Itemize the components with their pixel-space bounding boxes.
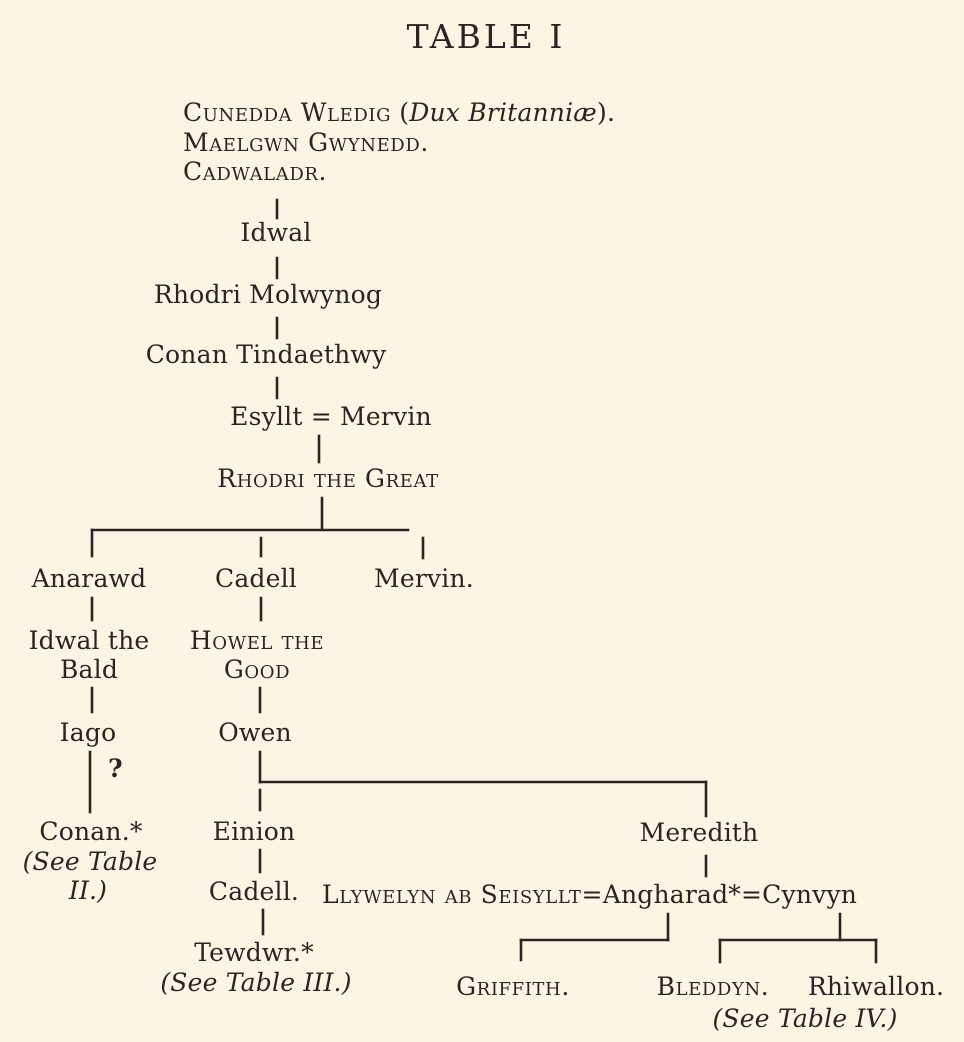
cunedda-paren-open: (: [399, 98, 410, 127]
cunedda-title-note: Dux Britanniæ: [409, 98, 597, 127]
name-griffith: Griffith.: [456, 972, 570, 1001]
name-howel-line1: Howel the: [189, 626, 325, 655]
name-conan: Conan.*: [39, 817, 143, 846]
name-cadwaladr: Cadwaladr.: [183, 157, 328, 186]
name-angharad: Angharad*: [602, 880, 742, 909]
marriage-line-angharad: Llywelyn ab Seisyllt=Angharad*=Cynvyn: [322, 880, 857, 910]
name-idwal: Idwal: [240, 218, 312, 247]
name-iago: Iago: [59, 718, 117, 747]
name-maelgwn: Maelgwn Gwynedd.: [183, 128, 429, 157]
name-howel-line2: Good: [223, 655, 291, 684]
name-meredith: Meredith: [639, 818, 759, 847]
name-idwal-the-bald-line2: Bald: [59, 655, 119, 684]
name-cadell-son: Cadell.: [208, 877, 300, 906]
cunedda-paren-close: ).: [597, 98, 616, 127]
name-mervin: Mervin.: [374, 564, 474, 593]
see-table-iii: (See Table III.): [160, 968, 352, 997]
marriage-sign-1: =: [581, 880, 603, 909]
uncertain-descent-mark: ?: [108, 754, 123, 783]
name-owen: Owen: [218, 718, 292, 747]
name-cunedda: Cunedda Wledig: [183, 98, 392, 127]
name-rhiwallon: Rhiwallon.: [807, 972, 945, 1001]
name-bleddyn: Bleddyn.: [656, 972, 770, 1001]
name-cynvyn: Cynvyn: [762, 880, 858, 909]
name-esyllt-mervin: Esyllt = Mervin: [230, 402, 432, 431]
see-table-iv: (See Table IV.): [712, 1004, 898, 1033]
name-tewdwr: Tewdwr.*: [194, 938, 314, 967]
name-rhodri-molwynog: Rhodri Molwynog: [153, 280, 383, 309]
name-einion: Einion: [212, 817, 296, 846]
marriage-sign-2: =: [741, 880, 763, 909]
name-cadell: Cadell: [214, 564, 298, 593]
see-table-ii-line2: II.): [68, 876, 108, 905]
name-idwal-the-bald-line1: Idwal the: [28, 626, 150, 655]
see-table-ii-line1: (See Table: [22, 847, 158, 876]
name-anarawd: Anarawd: [31, 564, 147, 593]
name-conan-tindaethwy: Conan Tindaethwy: [145, 340, 387, 369]
page-title: TABLE I: [406, 17, 566, 56]
name-cunedda-line: Cunedda Wledig (Dux Britanniæ).: [183, 98, 615, 128]
name-llywelyn-ab-seisyllt: Llywelyn ab Seisyllt: [322, 880, 582, 909]
name-rhodri-the-great: Rhodri the Great: [217, 464, 439, 493]
